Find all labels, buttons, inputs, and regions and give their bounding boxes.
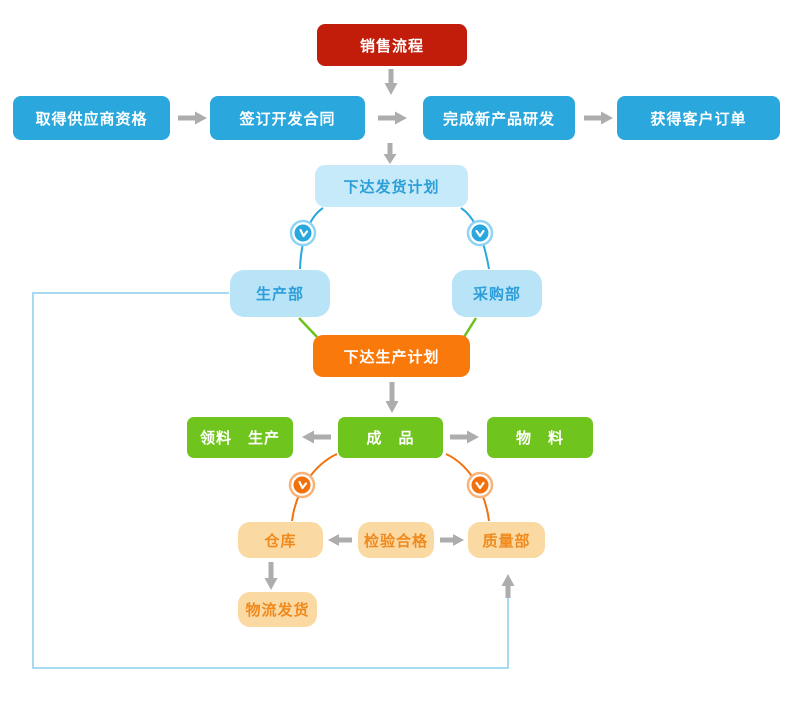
line-production-dept-to-plan xyxy=(298,317,318,338)
arrow-warehouse-to-logistics xyxy=(264,562,278,590)
clock-icon xyxy=(288,471,316,499)
arrow-to-delivery-plan xyxy=(383,143,397,164)
clock-icon xyxy=(466,219,494,247)
arrow-finished-to-materials xyxy=(450,430,479,444)
line-purchasing-dept-to-plan xyxy=(462,317,478,338)
node-customer-order: 获得客户订单 xyxy=(617,96,780,140)
node-sales-process: 销售流程 xyxy=(317,24,467,66)
node-production-plan: 下达生产计划 xyxy=(313,335,470,377)
node-picking-production: 领料 生产 xyxy=(187,417,293,458)
node-development-contract: 签订开发合同 xyxy=(210,96,365,140)
node-purchasing-dept: 采购部 xyxy=(452,270,542,317)
arrow-finished-to-picking xyxy=(302,430,331,444)
node-logistics-delivery: 物流发货 xyxy=(238,592,317,627)
node-finished-goods: 成 品 xyxy=(338,417,443,458)
loop-line xyxy=(32,292,515,669)
node-quality-dept: 质量部 xyxy=(468,522,545,558)
arrow-inspection-to-quality xyxy=(440,534,464,546)
node-supplier-qualification: 取得供应商资格 xyxy=(13,96,170,140)
node-materials: 物 料 xyxy=(487,417,593,458)
node-warehouse: 仓库 xyxy=(238,522,323,558)
clock-icon xyxy=(466,471,494,499)
arrow-sales-down xyxy=(384,69,398,95)
node-inspection-passed: 检验合格 xyxy=(358,522,434,558)
arrow-row2-2 xyxy=(378,111,407,125)
node-new-product-development: 完成新产品研发 xyxy=(423,96,575,140)
node-delivery-plan: 下达发货计划 xyxy=(315,165,468,207)
arrow-production-plan-down xyxy=(385,382,399,413)
clock-icon xyxy=(289,219,317,247)
arrow-inspection-to-warehouse xyxy=(328,534,352,546)
node-production-dept: 生产部 xyxy=(230,270,330,317)
arrow-row2-1 xyxy=(178,111,207,125)
arrow-row2-3 xyxy=(584,111,613,125)
